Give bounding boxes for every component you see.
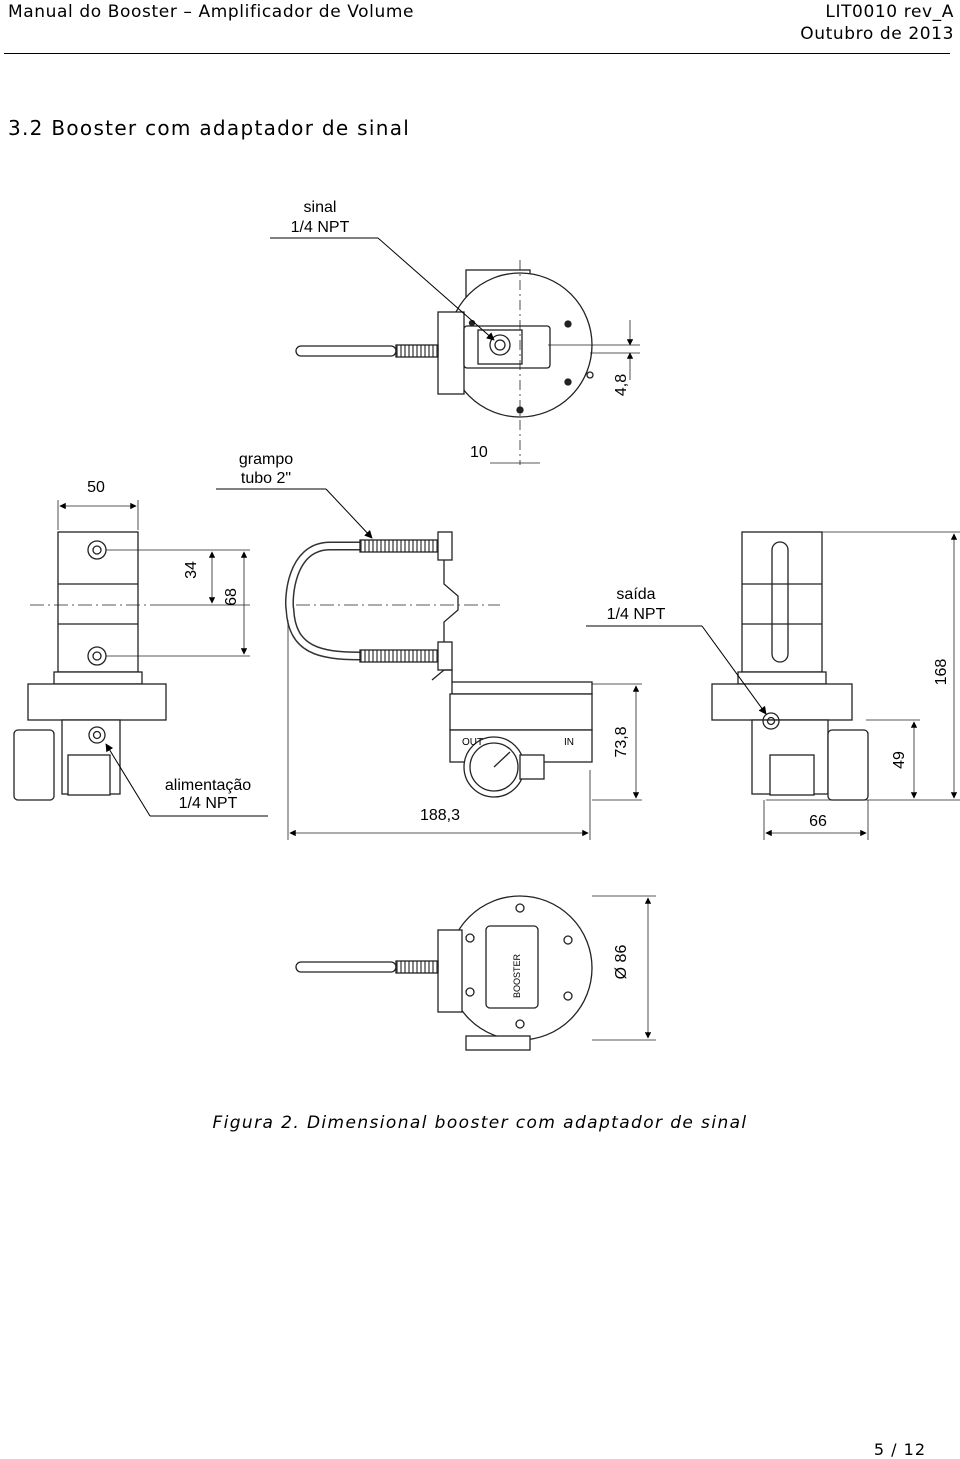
dim-66: 66 [809,813,827,830]
dim-168: 168 [933,659,950,686]
label-tubo: tubo 2" [241,470,291,487]
right-side-view [711,531,960,840]
label-sinal-npt: 1/4 NPT [291,219,350,236]
bottom-view [295,895,656,1051]
dim-68: 68 [223,588,240,606]
front-view [285,531,642,840]
label-saida: saída [616,586,655,603]
label-saida-npt: 1/4 NPT [607,606,666,623]
page-number: 5 / 12 [873,1440,926,1459]
port-in: IN [564,737,574,748]
dim-188-3: 188,3 [420,807,460,824]
leader-alimentacao-arrow [105,743,151,817]
header-doc-code: LIT0010 rev_A [825,2,954,22]
dimensional-drawing: 4,8 10 sinal 1/4 NPT 50 34 68 alimentaçã… [13,199,960,1051]
port-out: OUT [462,737,483,748]
top-view [295,260,640,465]
header-date: Outubro de 2013 [800,24,954,44]
left-side-view [13,500,250,801]
header-divider [4,53,950,54]
figure-caption: Figura 2. Dimensional booster com adapta… [212,1113,748,1133]
leader-sinal-arrow [377,237,495,341]
header-manual-title: Manual do Booster – Amplificador de Volu… [8,2,415,22]
label-alimentacao: alimentação [165,777,251,794]
dim-4-8: 4,8 [613,374,630,396]
dim-10: 10 [470,444,488,461]
nameplate-title: BOOSTER [512,953,522,998]
leader-saida-arrow [701,625,767,715]
dim-86: Ø 86 [613,945,630,980]
page-header: Manual do Booster – Amplificador de Volu… [0,0,960,56]
dim-49: 49 [891,751,908,769]
dim-34: 34 [183,561,200,579]
section-title: 3.2 Booster com adaptador de sinal [8,116,411,140]
label-grampo: grampo [239,451,293,468]
label-alimentacao-npt: 1/4 NPT [179,795,238,812]
leader-grampo-arrow [325,488,373,539]
dim-50: 50 [87,479,105,496]
label-sinal: sinal [304,199,337,216]
dim-73-8: 73,8 [613,726,630,757]
